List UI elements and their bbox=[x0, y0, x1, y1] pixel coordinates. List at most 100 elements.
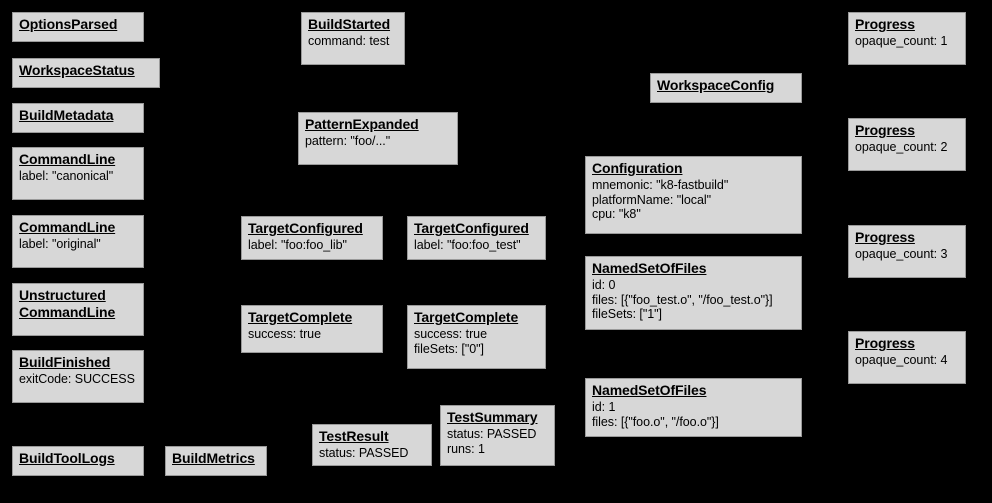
node-title: BuildToolLogs bbox=[19, 450, 115, 466]
node-title-wrap: TargetConfigured bbox=[414, 220, 540, 237]
node-field: status: PASSED bbox=[319, 446, 409, 460]
node-fields: pattern: "foo/..." bbox=[305, 134, 452, 149]
node-title: TargetComplete bbox=[248, 309, 353, 325]
node-title-wrap: BuildFinished bbox=[19, 354, 138, 371]
node-title: Configuration bbox=[592, 160, 683, 176]
node-title: OptionsParsed bbox=[19, 16, 118, 32]
node-build-metadata[interactable]: BuildMetadata bbox=[12, 103, 144, 133]
node-title-wrap: TargetConfigured bbox=[248, 220, 377, 237]
node-test-result[interactable]: TestResult status: PASSED bbox=[312, 424, 432, 466]
node-fields: label: "foo:foo_test" bbox=[414, 238, 540, 253]
node-title: Progress bbox=[855, 16, 915, 32]
node-title: TestSummary bbox=[447, 409, 538, 425]
node-build-metrics[interactable]: BuildMetrics bbox=[165, 446, 267, 476]
node-field: opaque_count: 4 bbox=[855, 353, 948, 367]
node-title: TargetComplete bbox=[414, 309, 519, 325]
node-title: BuildMetrics bbox=[172, 450, 255, 466]
node-field: cpu: "k8" bbox=[592, 207, 641, 221]
node-fields: mnemonic: "k8-fastbuild"platformName: "l… bbox=[592, 178, 796, 222]
node-options-parsed[interactable]: OptionsParsed bbox=[12, 12, 144, 42]
node-title-wrap: Progress bbox=[855, 16, 960, 33]
node-field: label: "foo:foo_test" bbox=[414, 238, 521, 252]
node-title-wrap: TestSummary bbox=[447, 409, 549, 426]
node-field: fileSets: ["0"] bbox=[414, 341, 484, 356]
node-fields: exitCode: SUCCESS bbox=[19, 372, 138, 387]
node-title: NamedSetOfFiles bbox=[592, 382, 707, 398]
node-title: NamedSetOfFiles bbox=[592, 260, 707, 276]
node-fields: opaque_count: 4 bbox=[855, 353, 960, 368]
node-command-line-original[interactable]: CommandLine label: "original" bbox=[12, 215, 144, 268]
node-field: command: test bbox=[308, 34, 390, 48]
node-title-wrap: CommandLine bbox=[19, 219, 138, 236]
node-field: runs: 1 bbox=[447, 441, 485, 456]
node-target-complete-foo-lib[interactable]: TargetComplete success: true bbox=[241, 305, 383, 353]
node-field: files: [{"foo_test.o", "/foo_test.o"}] bbox=[592, 292, 773, 307]
node-title-wrap: PatternExpanded bbox=[305, 116, 452, 133]
node-title-wrap: TargetComplete bbox=[414, 309, 540, 326]
node-pattern-expanded[interactable]: PatternExpanded pattern: "foo/..." bbox=[298, 112, 458, 165]
node-title-wrap: BuildToolLogs bbox=[19, 450, 138, 467]
node-title-wrap: BuildMetrics bbox=[172, 450, 261, 467]
node-title: Unstructured bbox=[19, 287, 106, 303]
node-workspace-status[interactable]: WorkspaceStatus bbox=[12, 58, 160, 88]
node-title-wrap: Configuration bbox=[592, 160, 796, 177]
node-field: fileSets: ["1"] bbox=[592, 307, 662, 321]
node-title: Progress bbox=[855, 122, 915, 138]
node-title: CommandLine bbox=[19, 304, 116, 320]
node-field: mnemonic: "k8-fastbuild" bbox=[592, 178, 729, 192]
node-field: exitCode: SUCCESS bbox=[19, 372, 135, 386]
node-field: platformName: "local" bbox=[592, 192, 711, 207]
node-title: WorkspaceConfig bbox=[657, 77, 775, 93]
node-title-wrap: BuildMetadata bbox=[19, 107, 138, 124]
node-fields: opaque_count: 1 bbox=[855, 34, 960, 49]
node-title-wrap: CommandLine bbox=[19, 151, 138, 168]
node-progress-2[interactable]: Progress opaque_count: 2 bbox=[848, 118, 966, 171]
node-field: id: 0 bbox=[592, 278, 616, 292]
node-fields: status: PASSED bbox=[319, 446, 426, 461]
node-configuration[interactable]: Configuration mnemonic: "k8-fastbuild"pla… bbox=[585, 156, 802, 234]
node-fields: command: test bbox=[308, 34, 399, 49]
node-title: WorkspaceStatus bbox=[19, 62, 135, 78]
node-build-tool-logs[interactable]: BuildToolLogs bbox=[12, 446, 144, 476]
node-title: CommandLine bbox=[19, 219, 116, 235]
node-title: BuildMetadata bbox=[19, 107, 114, 123]
node-field: opaque_count: 1 bbox=[855, 34, 948, 48]
node-progress-1[interactable]: Progress opaque_count: 1 bbox=[848, 12, 966, 65]
node-field: label: "foo:foo_lib" bbox=[248, 238, 347, 252]
node-title: TestResult bbox=[319, 428, 389, 444]
node-fields: opaque_count: 3 bbox=[855, 247, 960, 262]
node-title-wrap: BuildStarted bbox=[308, 16, 399, 33]
node-field: success: true bbox=[248, 327, 321, 341]
node-title: PatternExpanded bbox=[305, 116, 419, 132]
node-fields: label: "canonical" bbox=[19, 169, 138, 184]
node-target-configured-foo-test[interactable]: TargetConfigured label: "foo:foo_test" bbox=[407, 216, 546, 260]
node-title-wrap: TestResult bbox=[319, 428, 426, 445]
node-field: label: "canonical" bbox=[19, 169, 114, 183]
node-title: TargetConfigured bbox=[414, 220, 529, 236]
node-title-wrap: Progress bbox=[855, 229, 960, 246]
node-field: label: "original" bbox=[19, 237, 101, 251]
node-fields: success: true bbox=[248, 327, 377, 342]
node-workspace-config[interactable]: WorkspaceConfig bbox=[650, 73, 802, 103]
node-title-wrap: NamedSetOfFiles bbox=[592, 260, 796, 277]
node-title-wrap: WorkspaceConfig bbox=[657, 77, 796, 94]
node-field: opaque_count: 2 bbox=[855, 140, 948, 154]
node-fields: opaque_count: 2 bbox=[855, 140, 960, 155]
node-title-wrap: Progress bbox=[855, 122, 960, 139]
node-field: id: 1 bbox=[592, 400, 616, 414]
